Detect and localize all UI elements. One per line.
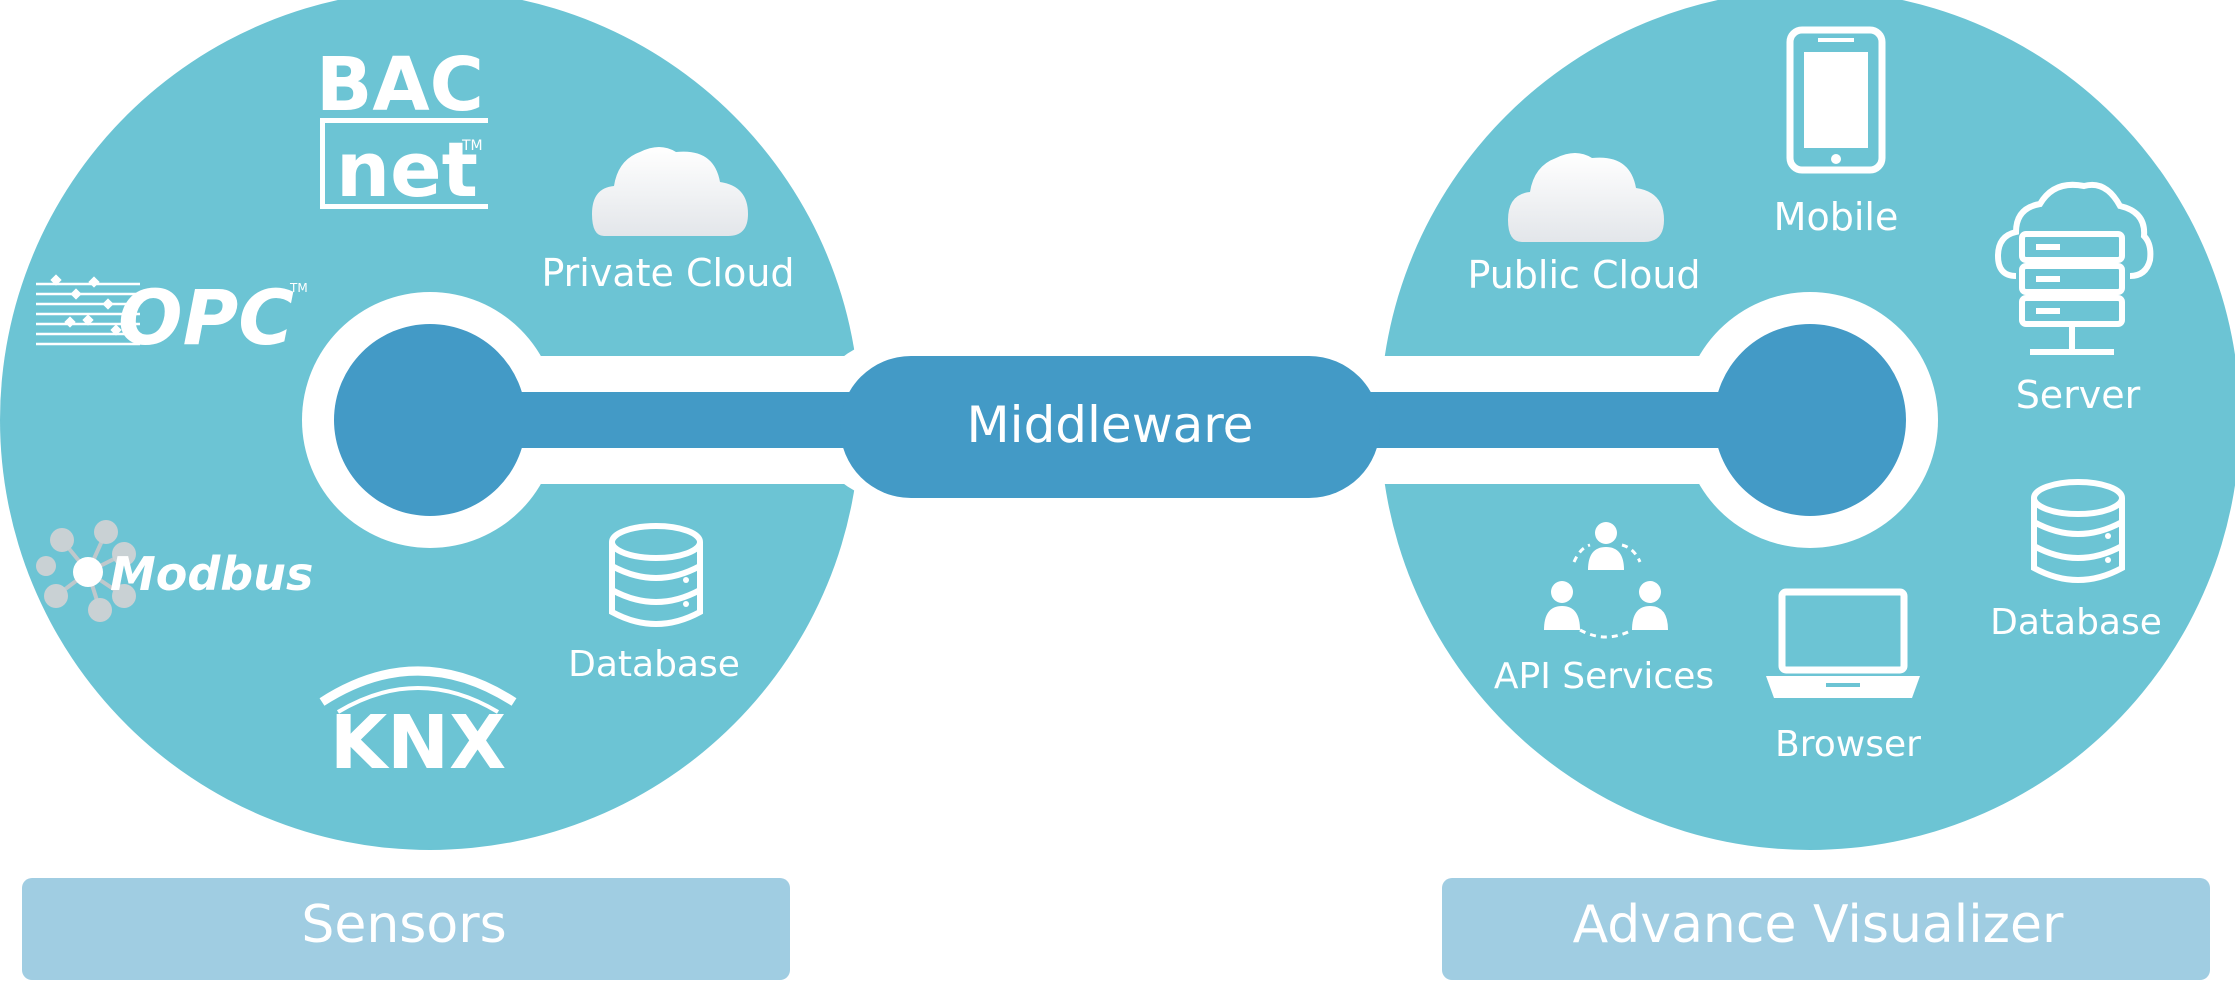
mobile-label: Mobile: [1774, 195, 1899, 239]
opc-logo-text: OPC: [118, 273, 294, 362]
api-services-label: API Services: [1494, 656, 1714, 697]
visualizer-title: Advance Visualizer: [1573, 895, 2064, 955]
bacnet-trademark: TM: [461, 138, 483, 154]
bacnet-logo: BAC net TM: [316, 42, 488, 214]
modbus-logo: Modbus: [36, 520, 313, 622]
modbus-network-graphic: [36, 520, 136, 622]
public-cloud-label: Public Cloud: [1467, 253, 1700, 297]
visualizer-title-box: [1442, 878, 2210, 980]
left-database-label: Database: [568, 644, 740, 685]
connector: [334, 324, 1906, 516]
right-database-label: Database: [1990, 602, 2162, 643]
api-users-icon: [1544, 522, 1668, 639]
opc-trademark: TM: [289, 281, 308, 295]
sensors-title: Sensors: [301, 895, 506, 955]
public-cloud-icon: [1508, 153, 1664, 242]
opc-logo-stripes: [36, 282, 140, 346]
opc-logo: OPC TM: [36, 273, 308, 362]
modbus-logo-text: Modbus: [110, 547, 313, 601]
knx-logo-text: KNX: [330, 700, 506, 786]
laptop-icon: [1766, 588, 1920, 698]
knx-logo: KNX: [319, 666, 517, 786]
sensors-title-box: [22, 878, 790, 980]
right-database-icon: [2031, 479, 2125, 583]
cloud-server-icon: [1994, 181, 2154, 355]
browser-label: Browser: [1775, 724, 1921, 765]
middleware-label: Middleware: [967, 396, 1254, 454]
bacnet-logo-bottom: net: [336, 125, 478, 214]
private-cloud-icon: [592, 147, 748, 236]
middleware-pill: [840, 356, 1380, 498]
bacnet-logo-top: BAC: [316, 42, 484, 128]
server-label: Server: [2016, 373, 2141, 417]
private-cloud-label: Private Cloud: [541, 251, 794, 295]
mobile-phone-icon: [1786, 26, 1886, 174]
database-icon: [609, 523, 703, 627]
